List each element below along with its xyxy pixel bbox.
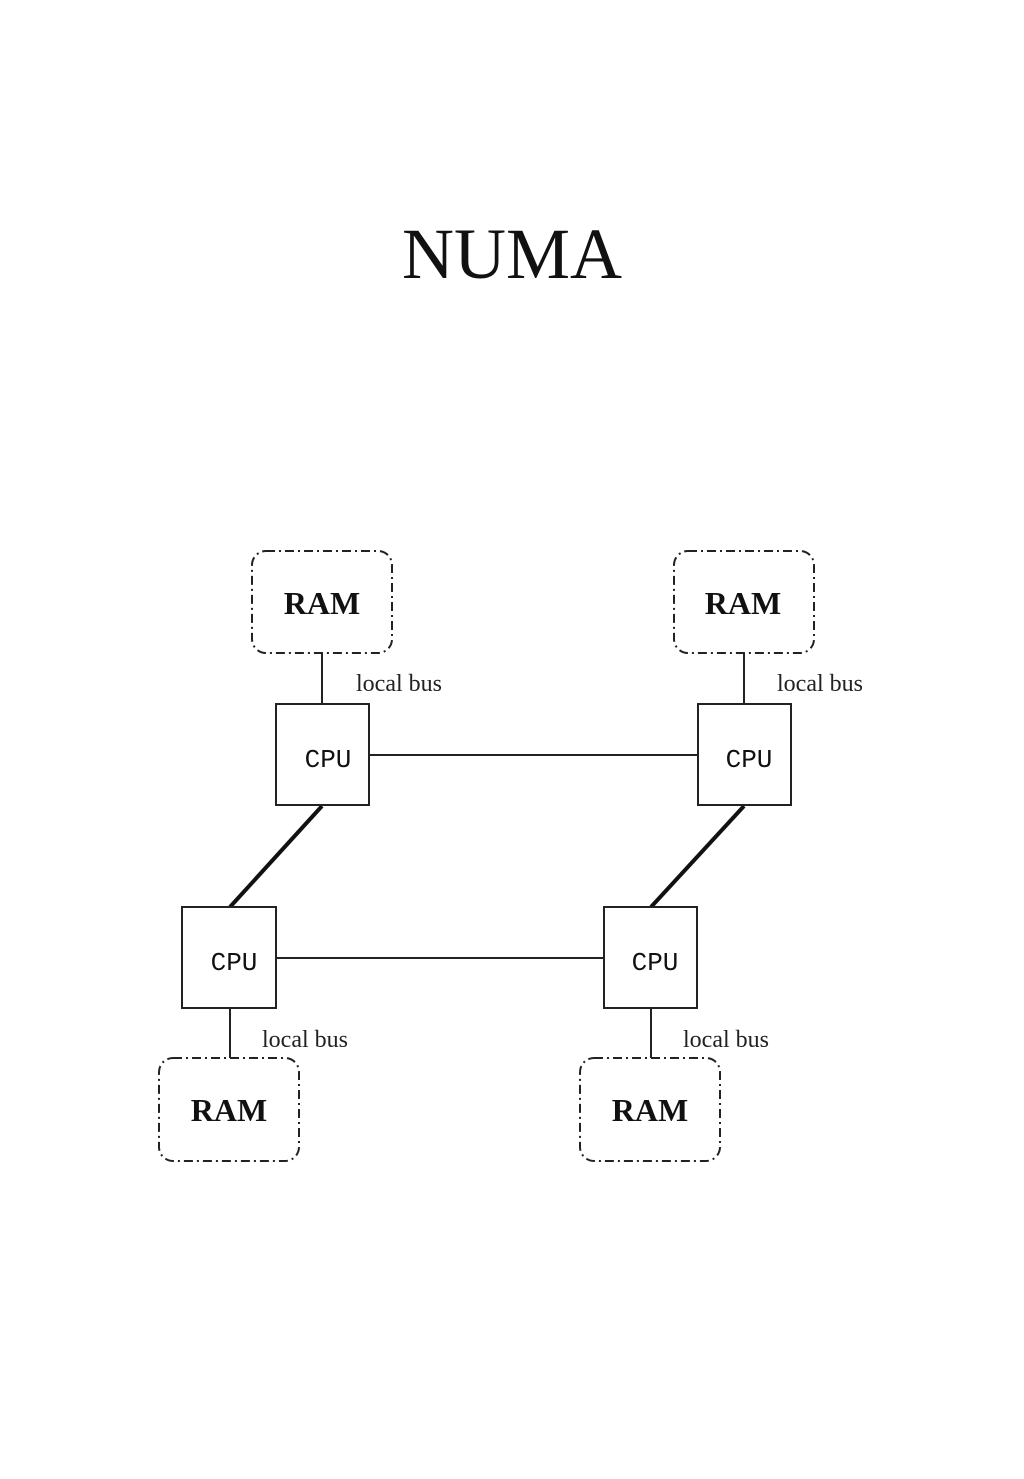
interconnect-left-diagonal [228,804,324,909]
interconnect-right-diagonal [649,804,746,909]
ram-box [673,550,815,654]
ram-label: RAM [705,585,781,621]
cpu-label: CPU [305,745,352,775]
cpu-box [275,703,370,806]
ram-box [579,1057,721,1162]
cpu-box [697,703,792,806]
ram-box [251,550,393,654]
ram-label: RAM [191,1092,267,1128]
ram-label: RAM [284,585,360,621]
node-top-left: RAM local bus CPU [251,550,442,806]
page-title: NUMA [401,214,622,294]
node-bottom-right: CPU local bus RAM [579,906,769,1162]
local-bus-label: local bus [683,1027,769,1053]
cpu-box [181,906,277,1009]
cpu-label: CPU [211,948,258,978]
local-bus-label: local bus [777,671,863,697]
ram-box [158,1057,300,1162]
cpu-label: CPU [726,745,773,775]
local-bus-label: local bus [262,1027,348,1053]
cpu-box [603,906,698,1009]
node-top-right: RAM local bus CPU [673,550,863,806]
ram-label: RAM [612,1092,688,1128]
local-bus-label: local bus [356,671,442,697]
node-bottom-left: CPU local bus RAM [158,906,348,1162]
cpu-label: CPU [632,948,679,978]
